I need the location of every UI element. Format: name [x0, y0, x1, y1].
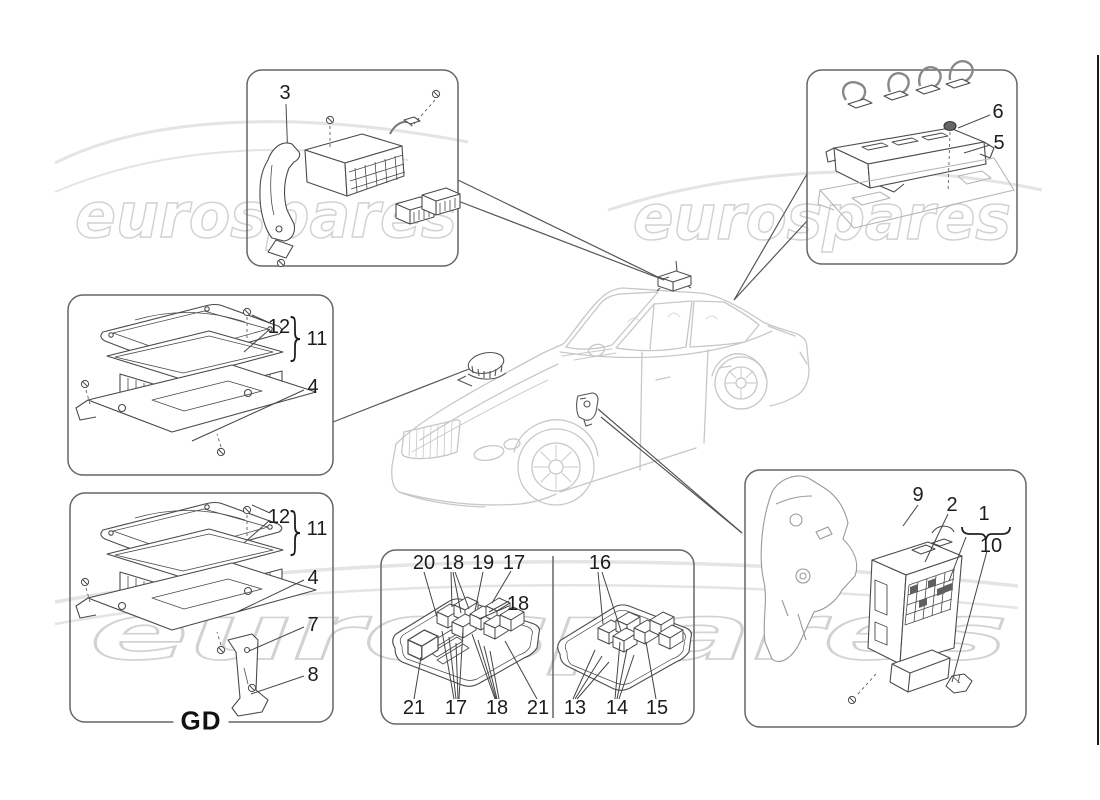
part-callout-11-rear[interactable]: 11: [306, 518, 328, 540]
panel-rear-node-drawing: [76, 503, 316, 717]
part-callout-1[interactable]: 1: [978, 503, 990, 525]
panel-relay-boxes-border: [380, 549, 695, 725]
callout-connector-lines: [332, 173, 808, 534]
hood-module: [456, 351, 507, 387]
part-callout-18-top[interactable]: 18: [441, 552, 465, 574]
part-callout-10[interactable]: 10: [979, 535, 1003, 557]
part-callout-3[interactable]: 3: [279, 82, 291, 104]
part-callout-6[interactable]: 6: [992, 101, 1004, 123]
panel-bracket-module-drawing: [259, 89, 461, 268]
part-callout-5[interactable]: 5: [993, 132, 1005, 154]
panel-body-computer-drawing: [760, 475, 1011, 705]
door-module: [576, 392, 599, 427]
group-brace-front: }: [284, 308, 308, 366]
part-callout-4-front[interactable]: 4: [307, 376, 319, 398]
watermark-text-top-right: eurospares: [633, 181, 1011, 254]
panel-body-computer-border: [744, 469, 1027, 728]
drawing-code-label: GD: [173, 707, 229, 736]
panel-front-node-drawing: [76, 305, 316, 456]
car-illustration: [391, 287, 810, 508]
part-callout-8[interactable]: 8: [307, 664, 319, 686]
part-callout-18-mid[interactable]: 18: [506, 593, 530, 615]
part-callout-13[interactable]: 13: [563, 697, 587, 719]
part-callout-17-top[interactable]: 17: [502, 552, 526, 574]
part-callout-7[interactable]: 7: [307, 614, 319, 636]
part-callout-12-rear[interactable]: 12: [267, 506, 291, 528]
part-callout-18-bottom[interactable]: 18: [485, 697, 509, 719]
roof-module: [656, 260, 692, 292]
group-brace-rear: }: [284, 502, 308, 560]
part-callout-21-left[interactable]: 21: [402, 697, 426, 719]
part-callout-16[interactable]: 16: [588, 552, 612, 574]
part-callout-9[interactable]: 9: [912, 484, 924, 506]
part-callout-21-right[interactable]: 21: [526, 697, 550, 719]
part-callout-4-rear[interactable]: 4: [307, 567, 319, 589]
part-callout-11-front[interactable]: 11: [306, 328, 328, 350]
panel-relay-boxes-drawing: [392, 570, 692, 700]
part-callout-12-front[interactable]: 12: [267, 316, 291, 338]
part-callout-15[interactable]: 15: [645, 697, 669, 719]
panel-bracket-module-border: [246, 69, 459, 267]
panel-borders: [67, 69, 1027, 728]
part-callout-2[interactable]: 2: [946, 494, 958, 516]
part-callout-19[interactable]: 19: [471, 552, 495, 574]
panel-front-node-border: [67, 294, 334, 476]
part-callout-14[interactable]: 14: [605, 697, 629, 719]
assembly-bracket-glyph: [961, 526, 1011, 540]
part-callout-20[interactable]: 20: [412, 552, 436, 574]
part-callout-17-bottom[interactable]: 17: [444, 697, 468, 719]
panel-rear-ecu-border: [806, 69, 1018, 265]
panel-rear-ecu-drawing: [817, 59, 1015, 229]
